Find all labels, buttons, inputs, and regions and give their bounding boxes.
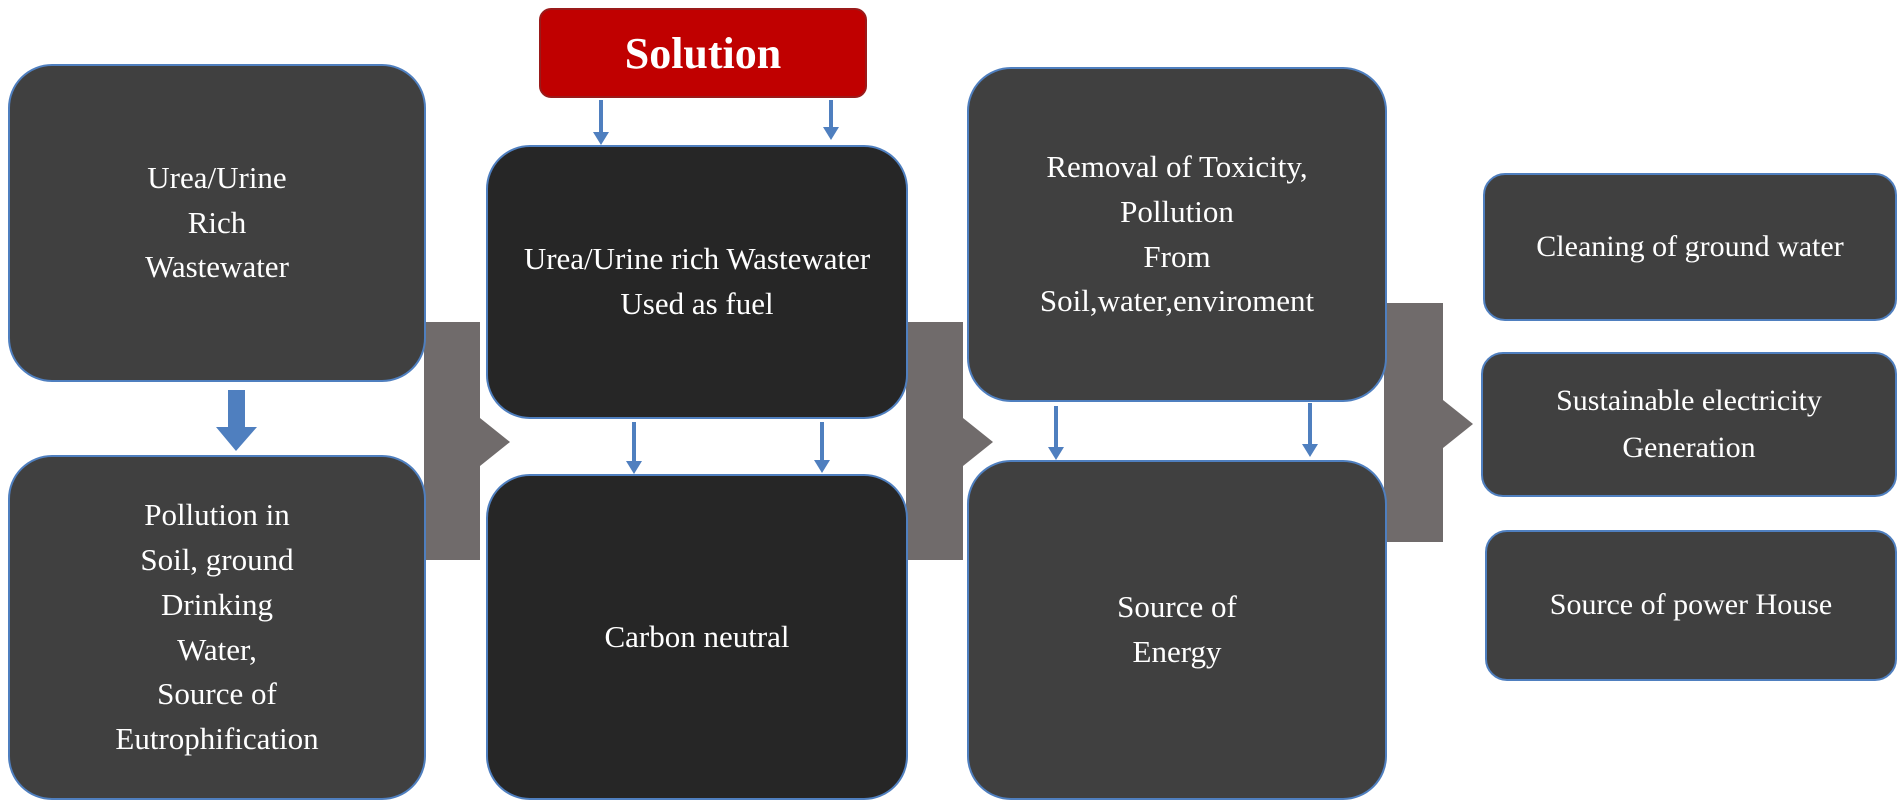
outcome-electricity-text: Sustainable electricity Generation bbox=[1556, 384, 1822, 464]
pollution-box: Pollution in Soil, ground Drinking Water… bbox=[8, 455, 426, 800]
outcome-ground-water: Cleaning of ground water bbox=[1483, 173, 1897, 321]
outcome-electricity: Sustainable electricity Generation bbox=[1481, 352, 1897, 497]
thin-arrows bbox=[593, 100, 1318, 474]
solution-label: Solution bbox=[539, 8, 867, 98]
toxicity-removal-box: Removal of Toxicity, Pollution From Soil… bbox=[967, 67, 1387, 402]
outcome-power-house-text: Source of power House bbox=[1549, 588, 1833, 622]
urine-wastewater-box: Urea/Urine Rich Wastewater bbox=[8, 64, 426, 382]
outcome-ground-water-text: Cleaning of ground water bbox=[1536, 229, 1844, 263]
urine-wastewater-text: Urea/Urine Rich Wastewater bbox=[145, 159, 289, 285]
carbon-neutral-box: Carbon neutral bbox=[486, 474, 908, 800]
energy-source-text: Source of Energy bbox=[1117, 589, 1237, 669]
toxicity-removal-text: Removal of Toxicity, Pollution From Soil… bbox=[1039, 148, 1315, 319]
down-arrow-left bbox=[216, 390, 257, 451]
outcome-power-house: Source of power House bbox=[1485, 530, 1897, 681]
big-arrow-3 bbox=[1384, 303, 1473, 542]
big-arrow-1 bbox=[424, 322, 510, 560]
pollution-text: Pollution in Soil, ground Drinking Water… bbox=[115, 496, 319, 757]
big-arrow-2 bbox=[906, 322, 993, 560]
energy-source-box: Source of Energy bbox=[967, 460, 1387, 800]
carbon-neutral-text: Carbon neutral bbox=[604, 618, 790, 654]
fuel-box: Urea/Urine rich Wastewater Used as fuel bbox=[486, 145, 908, 419]
fuel-text: Urea/Urine rich Wastewater Used as fuel bbox=[523, 241, 871, 321]
